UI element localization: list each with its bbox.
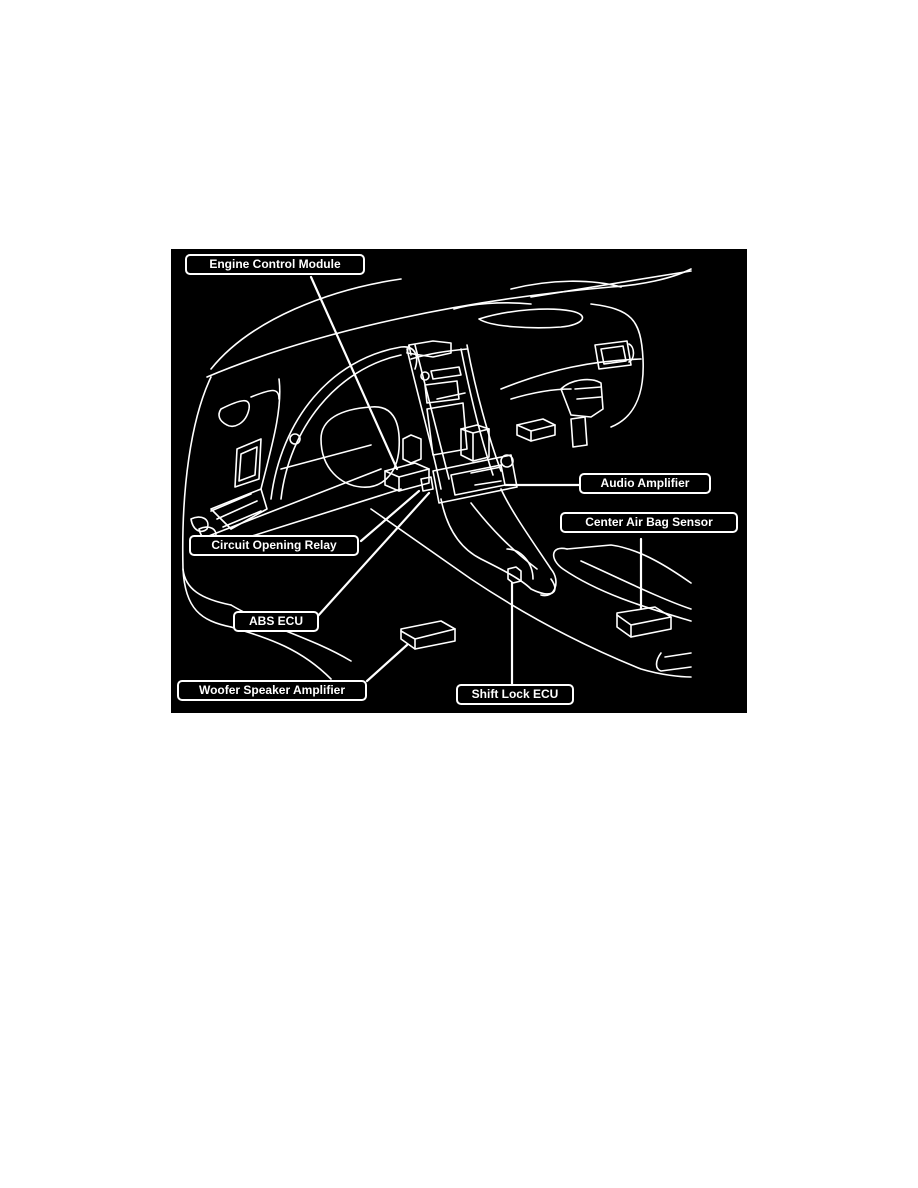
console-lid — [552, 547, 692, 622]
shift-lock-ecu-box — [507, 566, 522, 584]
left-vent — [234, 438, 262, 488]
leader-lines — [230, 275, 643, 687]
instrument-hood — [270, 346, 418, 500]
engine-control-module-box — [384, 462, 430, 492]
label-engine-control-module: Engine Control Module — [185, 254, 365, 275]
woofer-speaker-amplifier-box — [400, 620, 456, 650]
label-circuit-opening-relay: Circuit Opening Relay — [189, 535, 359, 556]
console-left — [440, 498, 556, 595]
right-dash-end — [590, 303, 644, 428]
center-air-bag-sensor-box — [616, 606, 672, 638]
leader-abs-ecu — [315, 491, 431, 619]
leader-woofer-speaker-amplifier — [365, 643, 409, 683]
leader-engine-control-module — [309, 275, 399, 471]
relay-cluster — [560, 378, 604, 418]
right-vent — [594, 340, 632, 370]
left-dash-side — [181, 376, 232, 606]
instrument-cluster — [320, 406, 401, 488]
defrost-vent — [478, 308, 584, 329]
center-stack-left — [406, 348, 442, 490]
center-stack-right — [460, 348, 494, 476]
label-center-air-bag-sensor: Center Air Bag Sensor — [560, 512, 738, 533]
component-location-diagram: Engine Control Module Audio Amplifier Ce… — [171, 249, 747, 713]
label-woofer-speaker-amplifier: Woofer Speaker Amplifier — [177, 680, 367, 701]
label-audio-amplifier: Audio Amplifier — [579, 473, 711, 494]
left-vent-top — [218, 399, 250, 428]
label-shift-lock-ecu: Shift Lock ECU — [456, 684, 574, 705]
circuit-opening-relay-box — [420, 476, 434, 492]
dash-top-curve-left — [210, 278, 402, 370]
dash-top-edge — [206, 268, 692, 378]
label-abs-ecu: ABS ECU — [233, 611, 319, 632]
radio-face — [426, 402, 468, 456]
console-floor-line — [370, 508, 692, 678]
leader-circuit-opening-relay — [359, 489, 421, 543]
